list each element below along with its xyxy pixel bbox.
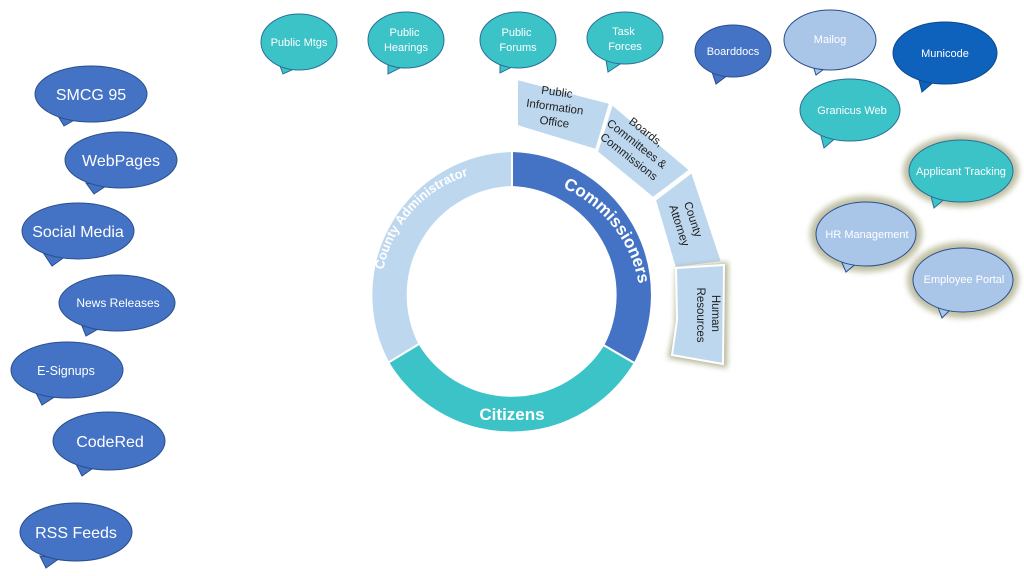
bubble-codered[interactable]: CodeRed [52, 411, 166, 477]
bubble-smcg-95[interactable]: SMCG 95 [34, 65, 148, 127]
bubble-label-codered: CodeRed [76, 434, 144, 451]
ring-label-citizens: Citizens [479, 405, 544, 424]
bubble-label-public-hearings: Public Hearings [384, 27, 429, 54]
bubble-employee-portal[interactable]: Employee Portal [907, 242, 1019, 319]
left-bubbles: SMCG 95 WebPages Social Media News Relea… [10, 65, 178, 569]
bubble-label-webpages: WebPages [82, 153, 160, 170]
bubble-applicant-tracking[interactable]: Applicant Tracking [903, 135, 1019, 209]
bubble-municode[interactable]: Municode [892, 21, 998, 93]
bubble-news-releases[interactable]: News Releases [58, 274, 176, 337]
bubble-label-smcg-95: SMCG 95 [56, 87, 126, 104]
bubble-webpages[interactable]: WebPages [64, 131, 178, 195]
bubble-hr-management[interactable]: HR Management [810, 196, 922, 273]
bubble-public-mtgs[interactable]: Public Mtgs [260, 13, 338, 75]
arc-segment-boards [595, 102, 692, 200]
bubble-label-public-forums: Public Forums [499, 27, 537, 54]
bubble-label-task-forces: Task Forces [608, 26, 642, 53]
bubble-boarddocs[interactable]: Boarddocs [694, 24, 772, 85]
bubble-label-public-mtgs: Public Mtgs [271, 37, 328, 49]
bubble-label-rss-feeds: RSS Feeds [35, 525, 117, 542]
bubble-public-forums[interactable]: Public Forums [479, 11, 557, 74]
bubble-label-granicus-web: Granicus Web [817, 105, 887, 117]
core-ring: County Administrator Commissioners Citiz… [370, 149, 653, 434]
bubble-label-social-media: Social Media [32, 224, 124, 241]
ring-segment-citizens [386, 342, 637, 434]
bubble-task-forces[interactable]: Task Forces [586, 11, 664, 73]
arc-segment-public-information-office [516, 77, 612, 152]
bubble-granicus-web[interactable]: Granicus Web [799, 78, 901, 149]
bubble-mailog[interactable]: Mailog [783, 9, 877, 76]
bubble-label-e-signups: E-Signups [37, 364, 95, 378]
bubble-rss-feeds[interactable]: RSS Feeds [19, 502, 133, 569]
arc-label-human-resources: Human Resources [694, 288, 721, 343]
bubble-public-hearings[interactable]: Public Hearings [367, 11, 445, 75]
bubble-label-boarddocs: Boarddocs [707, 46, 760, 58]
bubble-label-news-releases: News Releases [76, 296, 159, 310]
arc-segment-human-resources [670, 263, 726, 366]
top-bubbles: Public Mtgs Public Hearings Public Forum… [260, 11, 664, 75]
right-bubbles: Boarddocs Mailog Municode Granicus Web A… [694, 9, 1019, 319]
bubble-label-hr-management: HR Management [825, 229, 908, 241]
bubble-label-municode: Municode [921, 48, 969, 60]
outer-arc: Public Information Office Boards, Commit… [516, 77, 728, 368]
bubble-label-mailog: Mailog [814, 34, 846, 46]
bubble-label-applicant-tracking: Applicant Tracking [916, 166, 1006, 178]
bubble-e-signups[interactable]: E-Signups [10, 341, 124, 406]
bubble-social-media[interactable]: Social Media [21, 202, 135, 267]
bubble-label-employee-portal: Employee Portal [924, 274, 1005, 286]
